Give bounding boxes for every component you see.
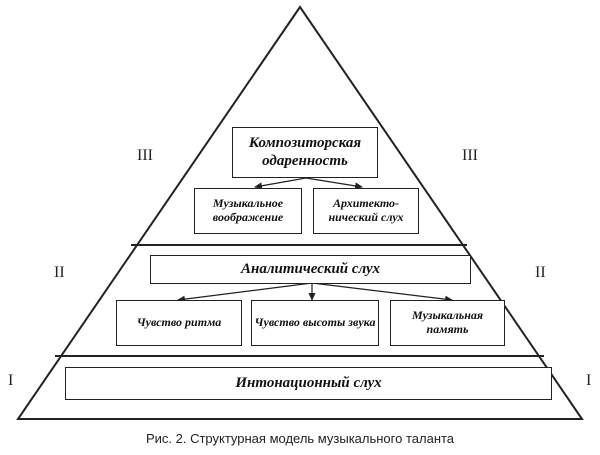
box-intonation-hearing: Интонационный слух: [65, 367, 552, 400]
level-numeral-left-i: I: [8, 372, 14, 389]
level-numeral-right-ii: II: [535, 264, 546, 281]
box-label: Музыкальная память: [411, 308, 484, 336]
box-label: Аналитический слух: [240, 260, 381, 277]
box-musical-memory: Музыкальная память: [390, 300, 505, 346]
level-numeral-left-iii: III: [137, 147, 153, 164]
box-analytical-hearing: Аналитический слух: [150, 255, 471, 284]
box-label: Чувство ритма: [136, 315, 222, 330]
box-sense-of-pitch: Чувство высоты звука: [251, 300, 379, 346]
figure-caption: Рис. 2. Структурная модель музыкального …: [145, 431, 455, 446]
box-sense-of-rhythm: Чувство ритма: [116, 300, 242, 346]
box-label: Интонационный слух: [235, 374, 382, 391]
pyramid-outline: [16, 5, 584, 420]
box-label: Чувство высоты звука: [254, 315, 376, 330]
box-musical-imagination: Музыкальное воображение: [194, 188, 302, 234]
arrow-to-memory: [311, 282, 453, 303]
level-numeral-left-ii: II: [54, 264, 65, 281]
level-numeral-right-i: I: [586, 372, 592, 389]
arrow-to-rhythm: [177, 282, 313, 303]
level-numeral-right-iii: III: [462, 147, 478, 164]
box-label: Композиторская одаренность: [248, 135, 362, 169]
arrow-to-imagination: [254, 177, 307, 190]
box-label: Архитекто-нический слух: [328, 196, 404, 224]
box-architectonic-hearing: Архитекто-нический слух: [313, 188, 419, 234]
box-composer-giftedness: Композиторская одаренность: [232, 127, 378, 178]
arrow-to-architectonic: [305, 177, 363, 190]
box-label: Музыкальное воображение: [212, 196, 284, 224]
